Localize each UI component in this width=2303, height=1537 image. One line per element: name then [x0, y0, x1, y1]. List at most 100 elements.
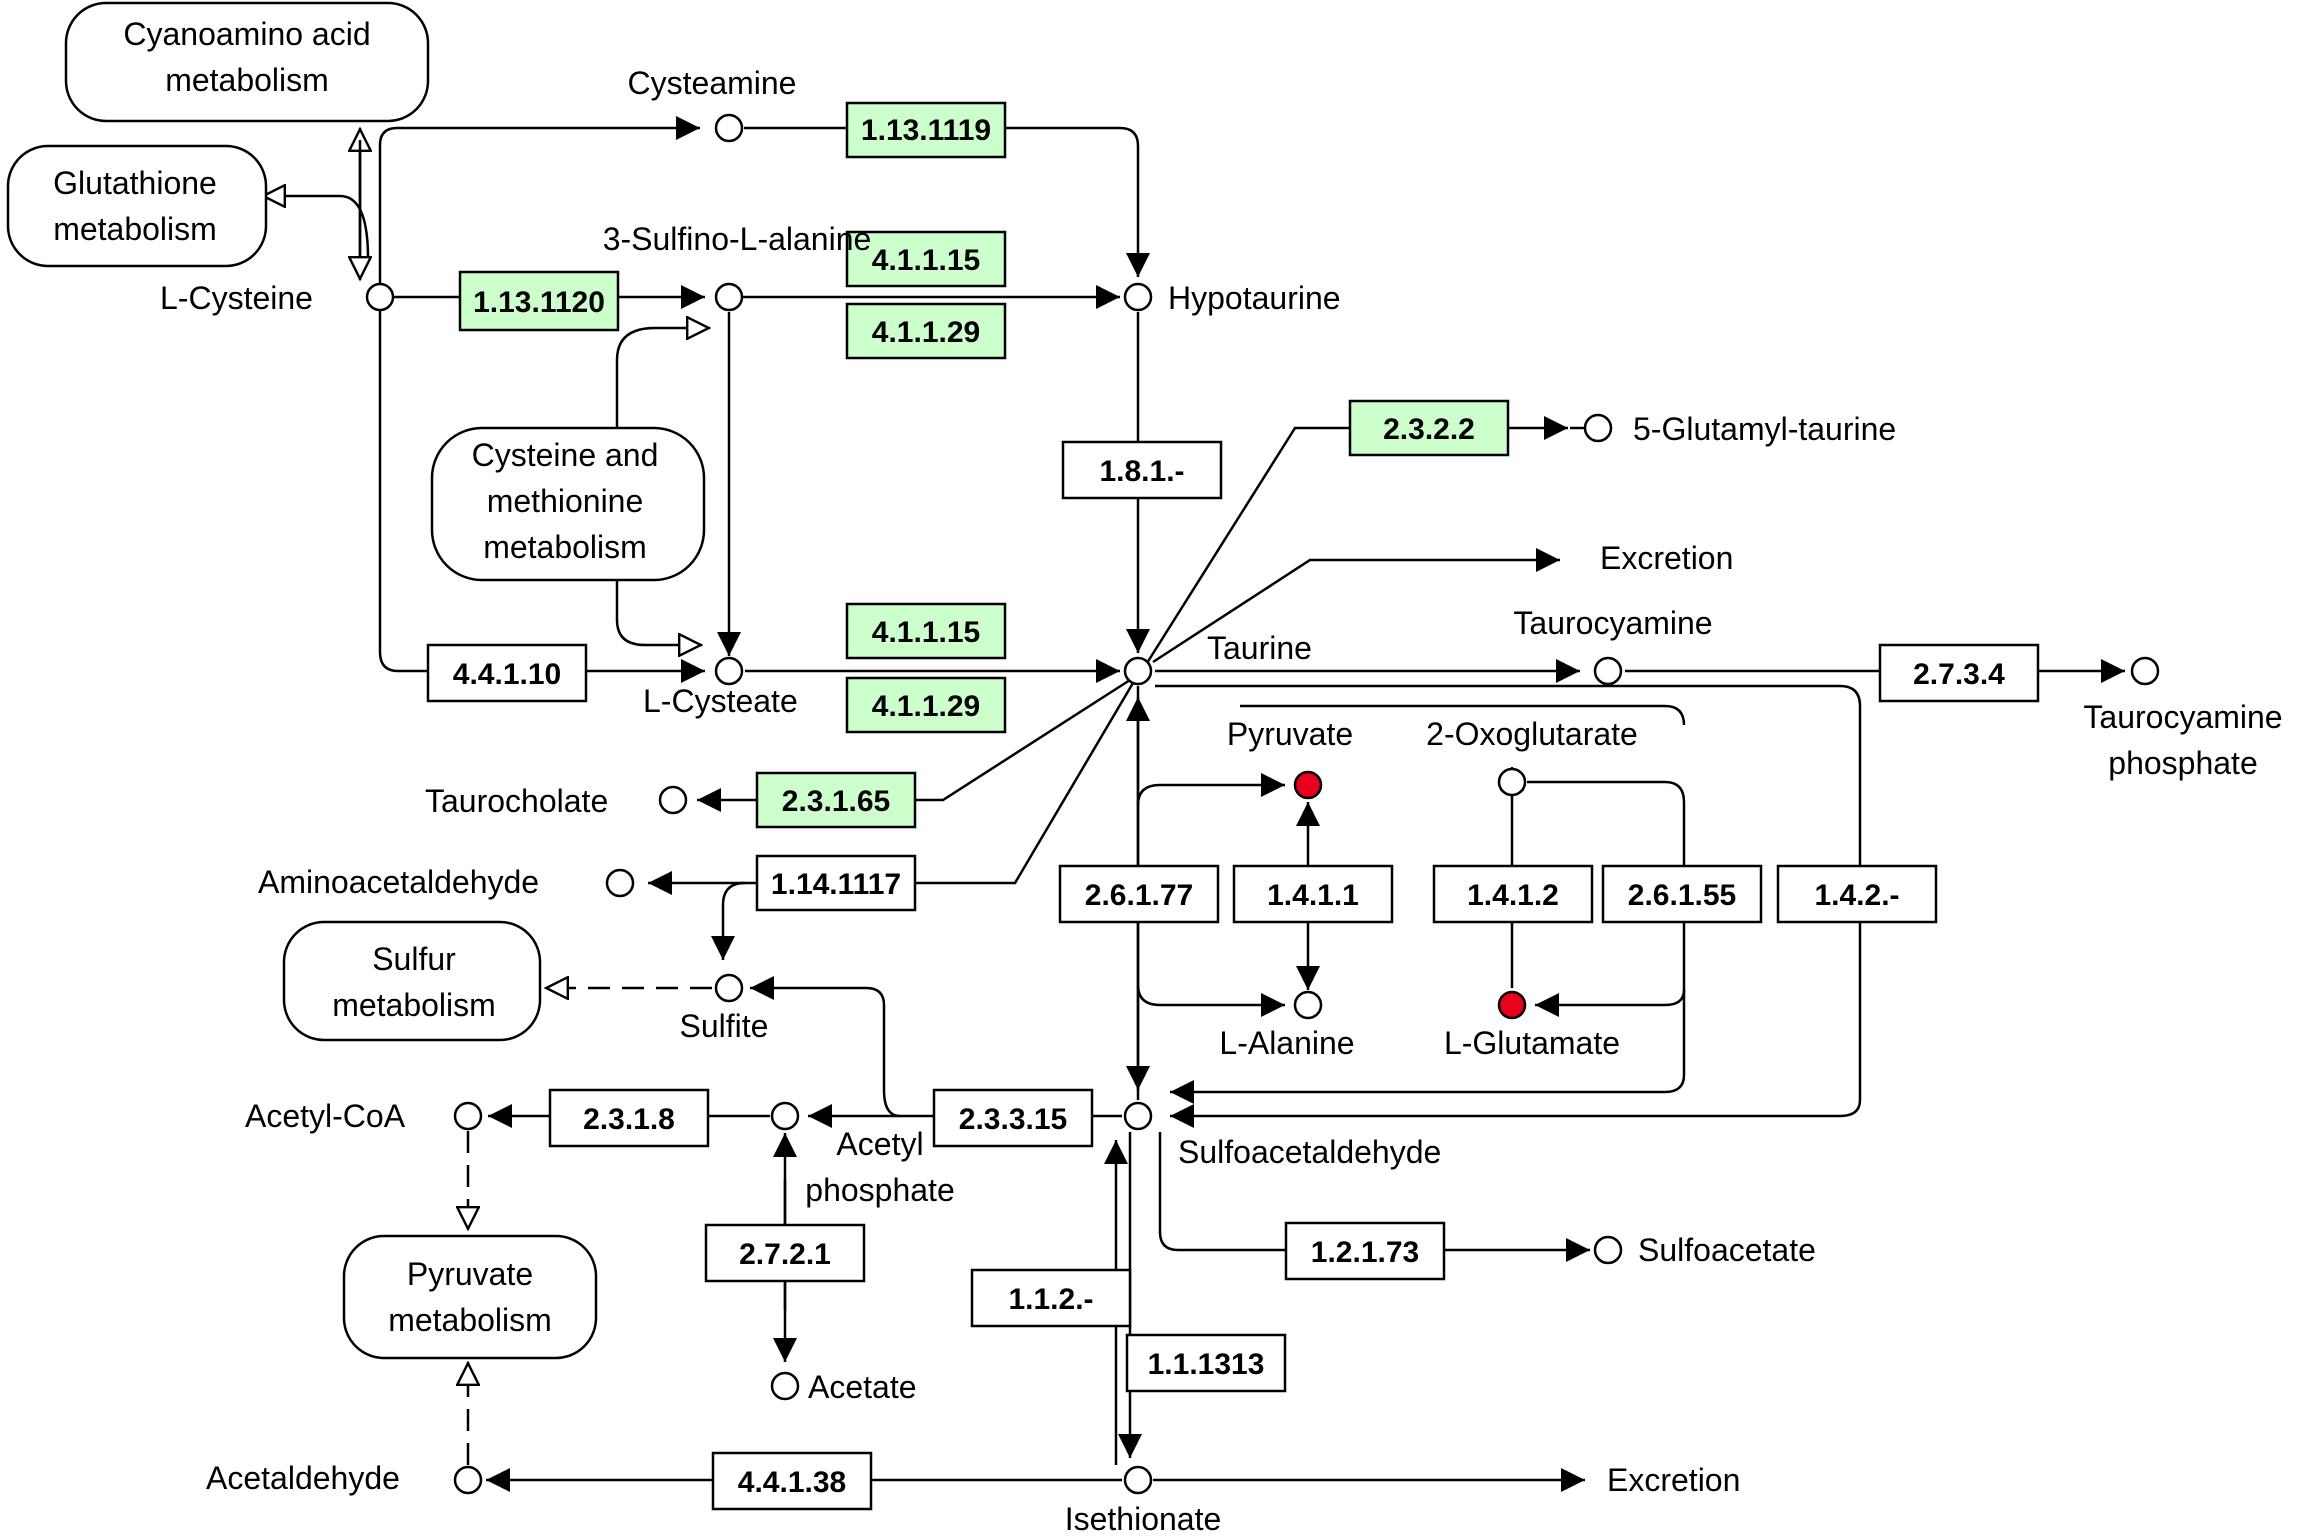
pathway-label-line: metabolism	[53, 211, 217, 247]
enzyme-label: 2.6.1.77	[1085, 879, 1193, 912]
compound-label-sulfoacetate: Sulfoacetate	[1638, 1232, 1816, 1268]
enzyme-2-3-1-8[interactable]: 2.3.1.8	[548, 1088, 710, 1148]
enzyme-2-6-1-55[interactable]: 2.6.1.55	[1601, 864, 1763, 924]
pathway-label-line: Cysteine and	[472, 437, 659, 473]
enzyme-label: 4.1.1.15	[872, 244, 980, 277]
enzyme-1-14-1117[interactable]: 1.14.1117	[755, 854, 917, 912]
enzyme-4-4-1-38[interactable]: 4.4.1.38	[711, 1451, 873, 1511]
pathway-label-line: Cyanoamino acid	[123, 16, 370, 52]
compound-label-excretion-top: Excretion	[1600, 540, 1733, 576]
enzyme-1-1-2[interactable]: 1.1.2.-	[970, 1268, 1132, 1328]
pathway-cyanoamino-acid-metabolism[interactable]: Cyanoamino acid metabolism	[64, 1, 430, 123]
compound-label-l-alanine: L-Alanine	[1219, 1025, 1354, 1061]
compound-node-cysteamine[interactable]	[714, 113, 744, 143]
compound-node-taurocyamine-phosphate[interactable]	[2130, 656, 2160, 686]
compound-node-isethionate[interactable]	[1123, 1465, 1153, 1495]
compound-label-2-oxoglutarate: 2-Oxoglutarate	[1426, 716, 1638, 752]
compound-node-taurocyamine[interactable]	[1593, 656, 1623, 686]
pathway-glutathione-metabolism[interactable]: Glutathione metabolism	[6, 144, 268, 268]
enzyme-label: 4.1.1.29	[872, 316, 980, 349]
enzyme-4-4-1-10[interactable]: 4.4.1.10	[426, 643, 588, 703]
compound-node-acetyl-phosphate[interactable]	[770, 1101, 800, 1131]
compound-node-acetate[interactable]	[770, 1371, 800, 1401]
compound-label-l-cysteine: L-Cysteine	[160, 280, 313, 316]
enzyme-1-4-1-1[interactable]: 1.4.1.1	[1232, 864, 1394, 924]
enzyme-1-4-1-2[interactable]: 1.4.1.2	[1432, 864, 1594, 924]
compound-label-taurocyamine-phosphate-line2: phosphate	[2108, 745, 2257, 781]
pathway-label-line: methionine	[487, 483, 644, 519]
pathway-label-line: Glutathione	[53, 165, 217, 201]
compound-label-5-glutamyl-taurine: 5-Glutamyl-taurine	[1633, 411, 1896, 447]
compound-node-sulfite[interactable]	[714, 973, 744, 1003]
enzyme-4-1-1-15-bottom[interactable]: 4.1.1.15	[845, 602, 1007, 660]
compound-label-taurocholate: Taurocholate	[425, 783, 608, 819]
compound-node-sulfoacetaldehyde[interactable]	[1123, 1101, 1153, 1131]
enzyme-label: 4.1.1.15	[872, 616, 980, 649]
enzyme-1-8-1[interactable]: 1.8.1.-	[1061, 440, 1223, 500]
compound-label-acetyl-coa: Acetyl-CoA	[245, 1098, 406, 1134]
compound-label-acetate: Acetate	[808, 1369, 917, 1405]
compound-node-acetyl-coa[interactable]	[453, 1101, 483, 1131]
enzyme-2-3-2-2[interactable]: 2.3.2.2	[1348, 399, 1510, 457]
compound-label-acetyl-phosphate-line1: Acetyl	[836, 1126, 923, 1162]
compound-label-aminoacetaldehyde: Aminoacetaldehyde	[258, 864, 539, 900]
enzyme-label: 2.7.2.1	[739, 1238, 831, 1271]
compound-label-sulfoacetaldehyde: Sulfoacetaldehyde	[1178, 1134, 1441, 1170]
enzyme-label: 2.3.2.2	[1383, 413, 1475, 446]
enzyme-label: 1.2.1.73	[1311, 1236, 1419, 1269]
enzyme-1-13-1119[interactable]: 1.13.1119	[845, 101, 1007, 159]
reaction-edges	[262, 116, 2125, 1492]
enzyme-label: 1.4.1.2	[1467, 879, 1559, 912]
enzyme-2-3-3-15[interactable]: 2.3.3.15	[932, 1088, 1094, 1148]
compound-label-acetyl-phosphate-line2: phosphate	[805, 1172, 954, 1208]
compound-node-sulfoacetate[interactable]	[1593, 1235, 1623, 1265]
compound-node-l-glutamate[interactable]	[1497, 990, 1527, 1020]
pathway-pyruvate-metabolism[interactable]: Pyruvate metabolism	[342, 1234, 598, 1360]
compound-label-excretion-bottom: Excretion	[1607, 1462, 1740, 1498]
enzyme-label: 1.14.1117	[771, 868, 901, 901]
compound-node-aminoacetaldehyde[interactable]	[605, 868, 635, 898]
pathway-sulfur-metabolism[interactable]: Sulfur metabolism	[282, 920, 542, 1042]
enzyme-label: 1.4.1.1	[1267, 879, 1359, 912]
enzyme-label: 2.3.1.65	[782, 785, 890, 818]
compound-node-2-oxoglutarate[interactable]	[1497, 767, 1527, 797]
compound-node-5-glutamyl-taurine[interactable]	[1583, 413, 1613, 443]
enzyme-label: 4.4.1.10	[453, 658, 561, 691]
compound-node-3-sulfino-l-alanine[interactable]	[714, 282, 744, 312]
pathway-cysteine-methionine-metabolism[interactable]: Cysteine and methionine metabolism	[430, 426, 706, 582]
enzyme-label: 4.1.1.29	[872, 690, 980, 723]
enzyme-4-1-1-29-bottom[interactable]: 4.1.1.29	[845, 676, 1007, 734]
compound-label-taurine: Taurine	[1207, 630, 1312, 666]
pathway-label-line: metabolism	[165, 62, 329, 98]
pathway-label-line: metabolism	[483, 529, 647, 565]
compound-node-pyruvate[interactable]	[1293, 770, 1323, 800]
enzyme-label: 1.4.2.-	[1814, 879, 1899, 912]
enzyme-1-13-1120[interactable]: 1.13.1120	[458, 270, 620, 332]
compound-node-taurine[interactable]	[1123, 656, 1153, 686]
enzyme-label: 1.8.1.-	[1099, 455, 1184, 488]
compound-label-3-sulfino-l-alanine: 3-Sulfino-L-alanine	[603, 221, 872, 257]
compound-node-acetaldehyde[interactable]	[453, 1465, 483, 1495]
compound-node-l-alanine[interactable]	[1293, 990, 1323, 1020]
pathway-label-line: metabolism	[332, 987, 496, 1023]
compound-node-l-cysteine[interactable]	[365, 282, 395, 312]
enzyme-2-7-3-4[interactable]: 2.7.3.4	[1878, 643, 2040, 703]
compound-label-sulfite: Sulfite	[680, 1008, 769, 1044]
enzyme-label: 2.7.3.4	[1913, 658, 2005, 691]
enzyme-label: 2.6.1.55	[1628, 879, 1736, 912]
enzyme-1-4-2[interactable]: 1.4.2.-	[1776, 864, 1938, 924]
compound-node-taurocholate[interactable]	[658, 785, 688, 815]
enzyme-2-6-1-77[interactable]: 2.6.1.77	[1058, 864, 1220, 924]
compound-node-l-cysteate[interactable]	[714, 656, 744, 686]
compound-node-hypotaurine[interactable]	[1123, 282, 1153, 312]
enzyme-label: 1.13.1120	[473, 286, 605, 319]
enzyme-1-1-1313[interactable]: 1.1.1313	[1125, 1333, 1287, 1393]
enzyme-4-1-1-29-top[interactable]: 4.1.1.29	[845, 302, 1007, 360]
enzyme-1-2-1-73[interactable]: 1.2.1.73	[1284, 1221, 1446, 1281]
enzyme-4-1-1-15-top[interactable]: 4.1.1.15	[845, 230, 1007, 288]
compound-label-taurocyamine-phosphate-line1: Taurocyamine	[2083, 699, 2282, 735]
enzyme-2-3-1-65[interactable]: 2.3.1.65	[755, 771, 917, 829]
enzyme-2-7-2-1[interactable]: 2.7.2.1	[704, 1223, 866, 1283]
compound-label-l-glutamate: L-Glutamate	[1444, 1025, 1620, 1061]
